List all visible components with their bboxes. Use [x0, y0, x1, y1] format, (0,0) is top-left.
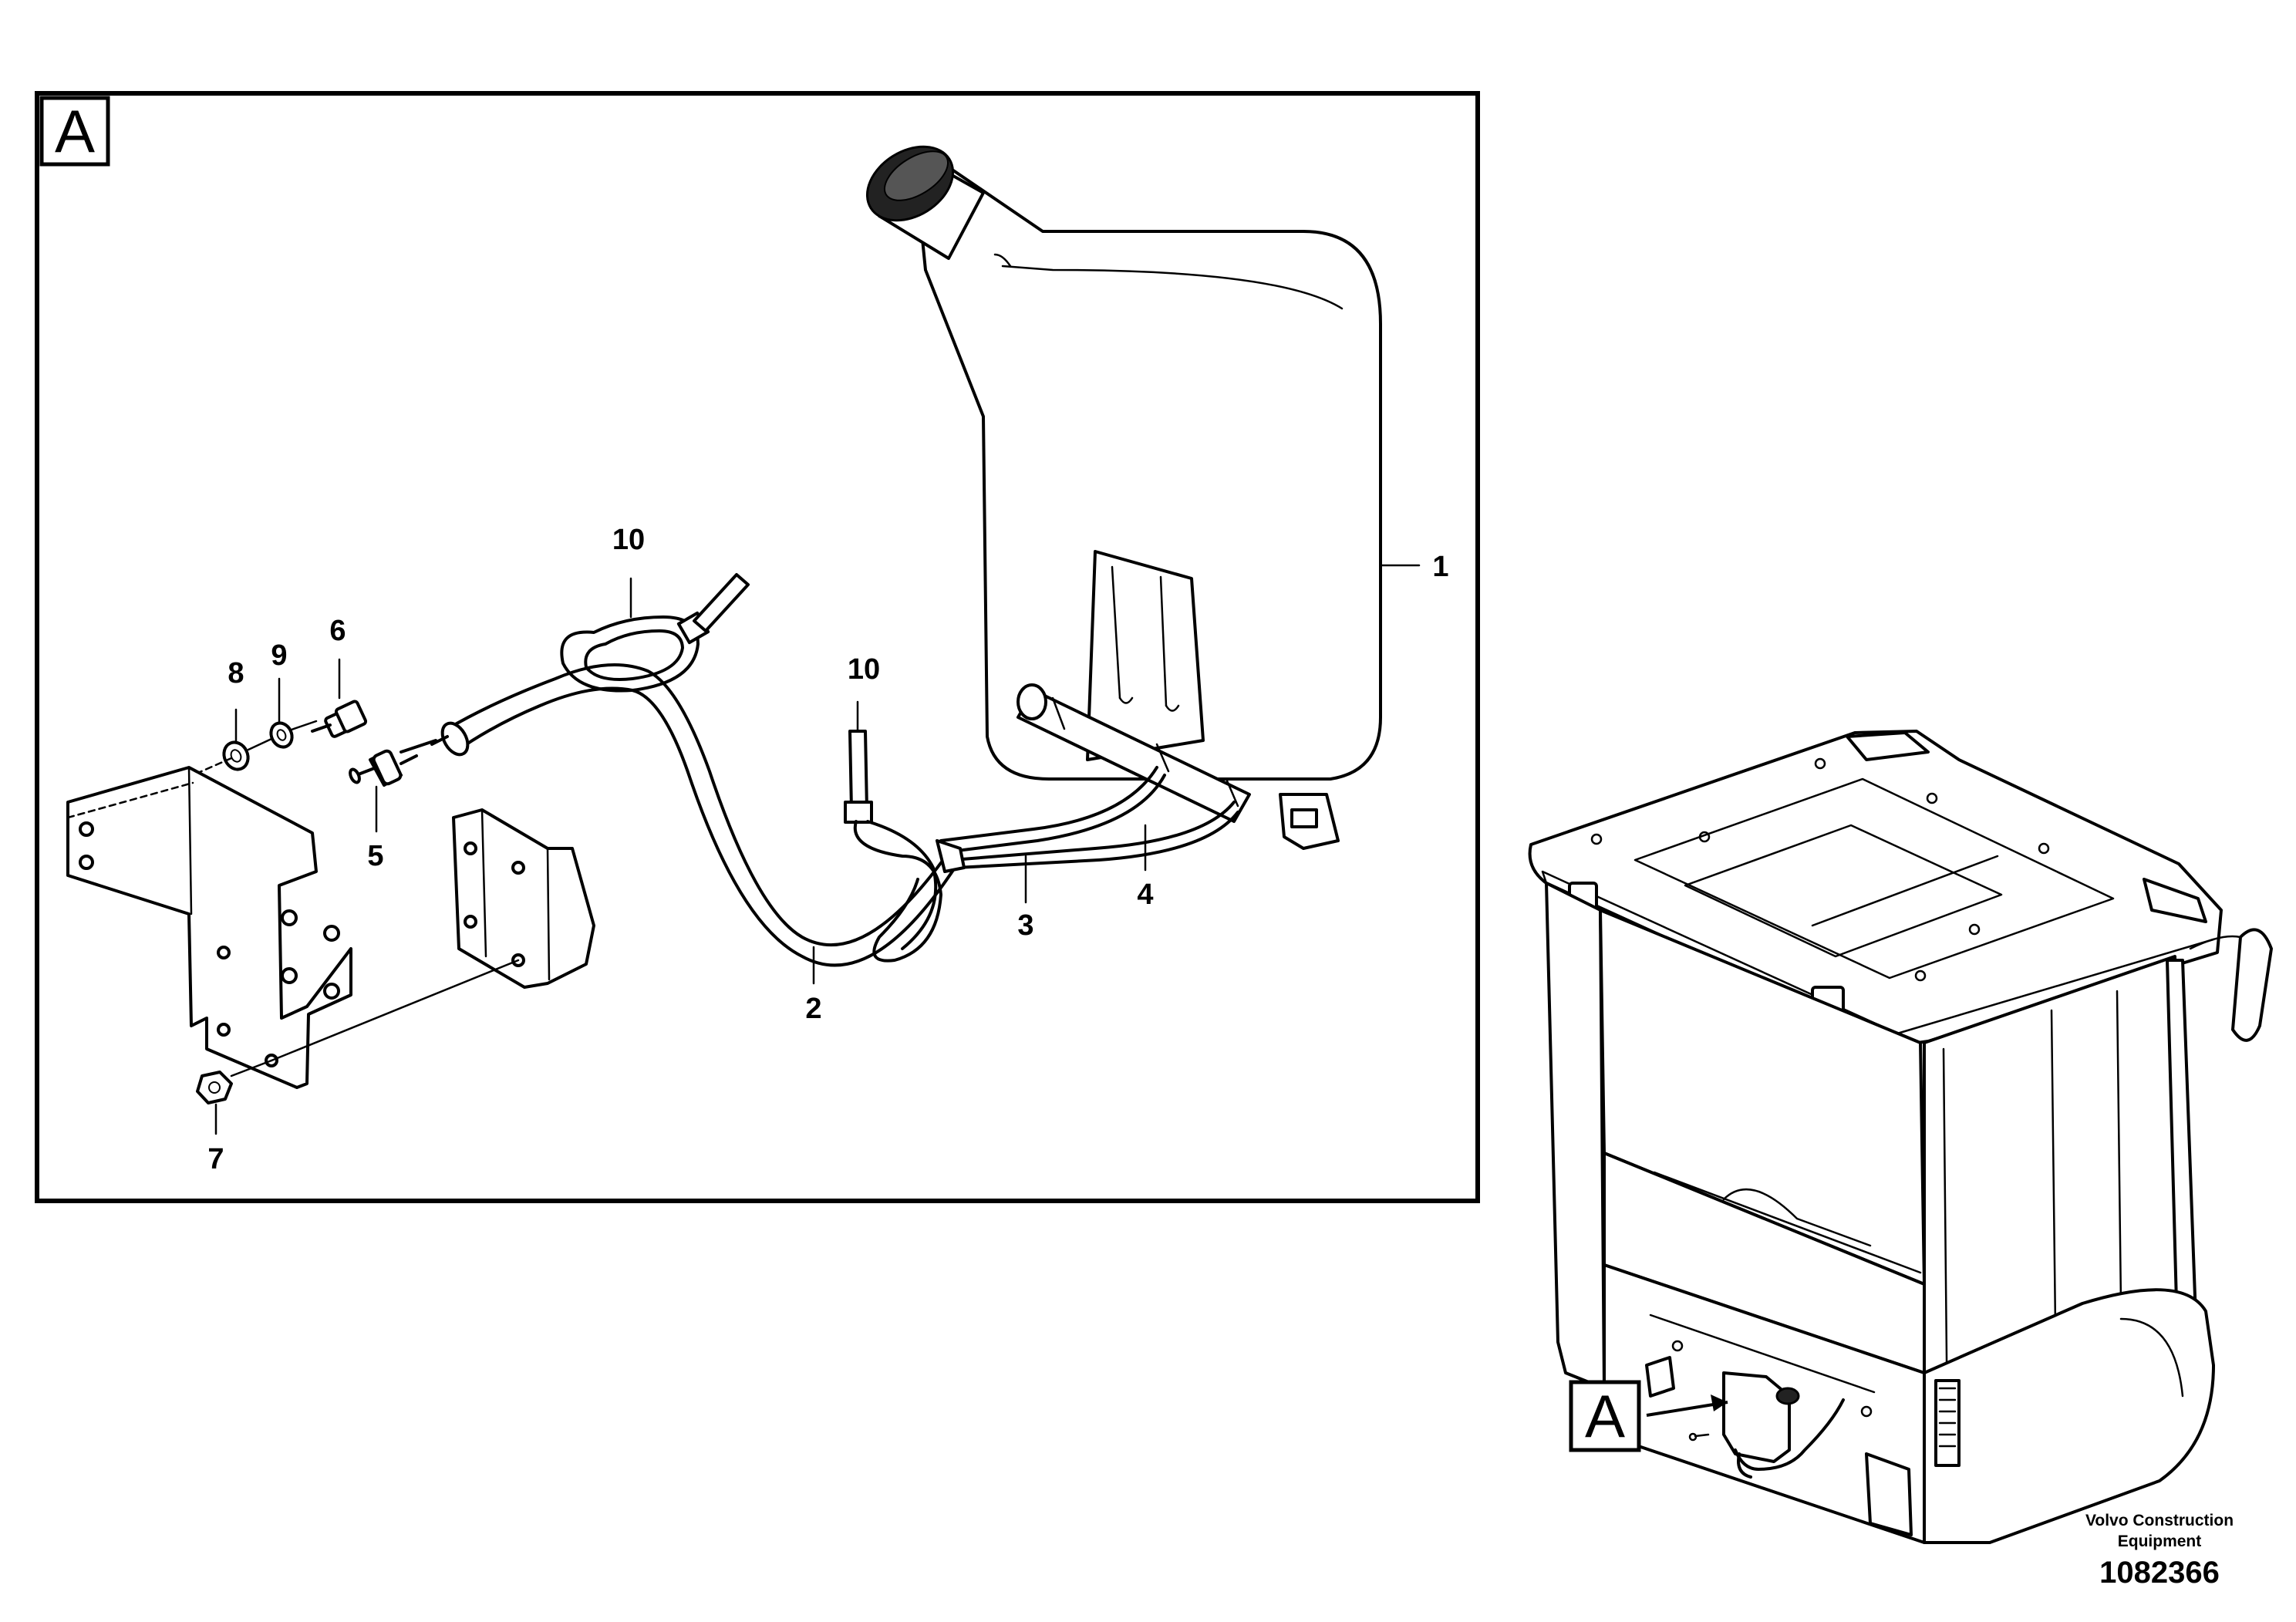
detail-view-label: A — [55, 97, 95, 165]
callout-3: 3 — [1017, 909, 1033, 942]
callout-6: 6 — [329, 615, 346, 647]
document-number: 1082366 — [2099, 1556, 2220, 1590]
overview-view-label-box — [1569, 1380, 1641, 1452]
callout-4: 4 — [1137, 878, 1153, 911]
overview-view-label: A — [1585, 1382, 1625, 1450]
nut-7 — [196, 1071, 233, 1104]
callout-1: 1 — [1432, 551, 1448, 583]
callout-2: 2 — [805, 993, 821, 1025]
washer-9 — [269, 721, 294, 749]
brand-line-1: Volvo Construction — [2085, 1512, 2234, 1529]
detail-frame — [35, 91, 1480, 1203]
callouts: 1 2 3 4 5 6 7 8 9 10 10 — [207, 524, 1448, 1175]
cable-tie-mid — [844, 730, 966, 963]
overview-cab: A — [1528, 730, 2273, 1544]
detail-view: A — [35, 91, 1480, 1203]
fitting-6 — [311, 700, 368, 738]
brand-line-2: Equipment — [2118, 1533, 2202, 1550]
callout-10-mid: 10 — [848, 653, 880, 686]
left-bracket — [66, 766, 352, 1089]
detail-view-label-box — [39, 96, 110, 167]
cable-tie-top — [560, 573, 750, 693]
washer-tank — [865, 145, 1382, 850]
callout-9: 9 — [271, 639, 287, 672]
nozzle-5 — [349, 749, 418, 787]
callout-8: 8 — [228, 657, 244, 690]
leader-lines — [214, 564, 1421, 1135]
callout-5: 5 — [367, 840, 383, 872]
footer: Volvo Construction Equipment 1082366 — [2085, 1512, 2234, 1590]
callout-7: 7 — [207, 1143, 224, 1175]
washer-8 — [191, 720, 318, 777]
callout-10-top: 10 — [612, 524, 645, 556]
right-bracket — [230, 808, 595, 1077]
hoses-3-4 — [939, 766, 1239, 869]
